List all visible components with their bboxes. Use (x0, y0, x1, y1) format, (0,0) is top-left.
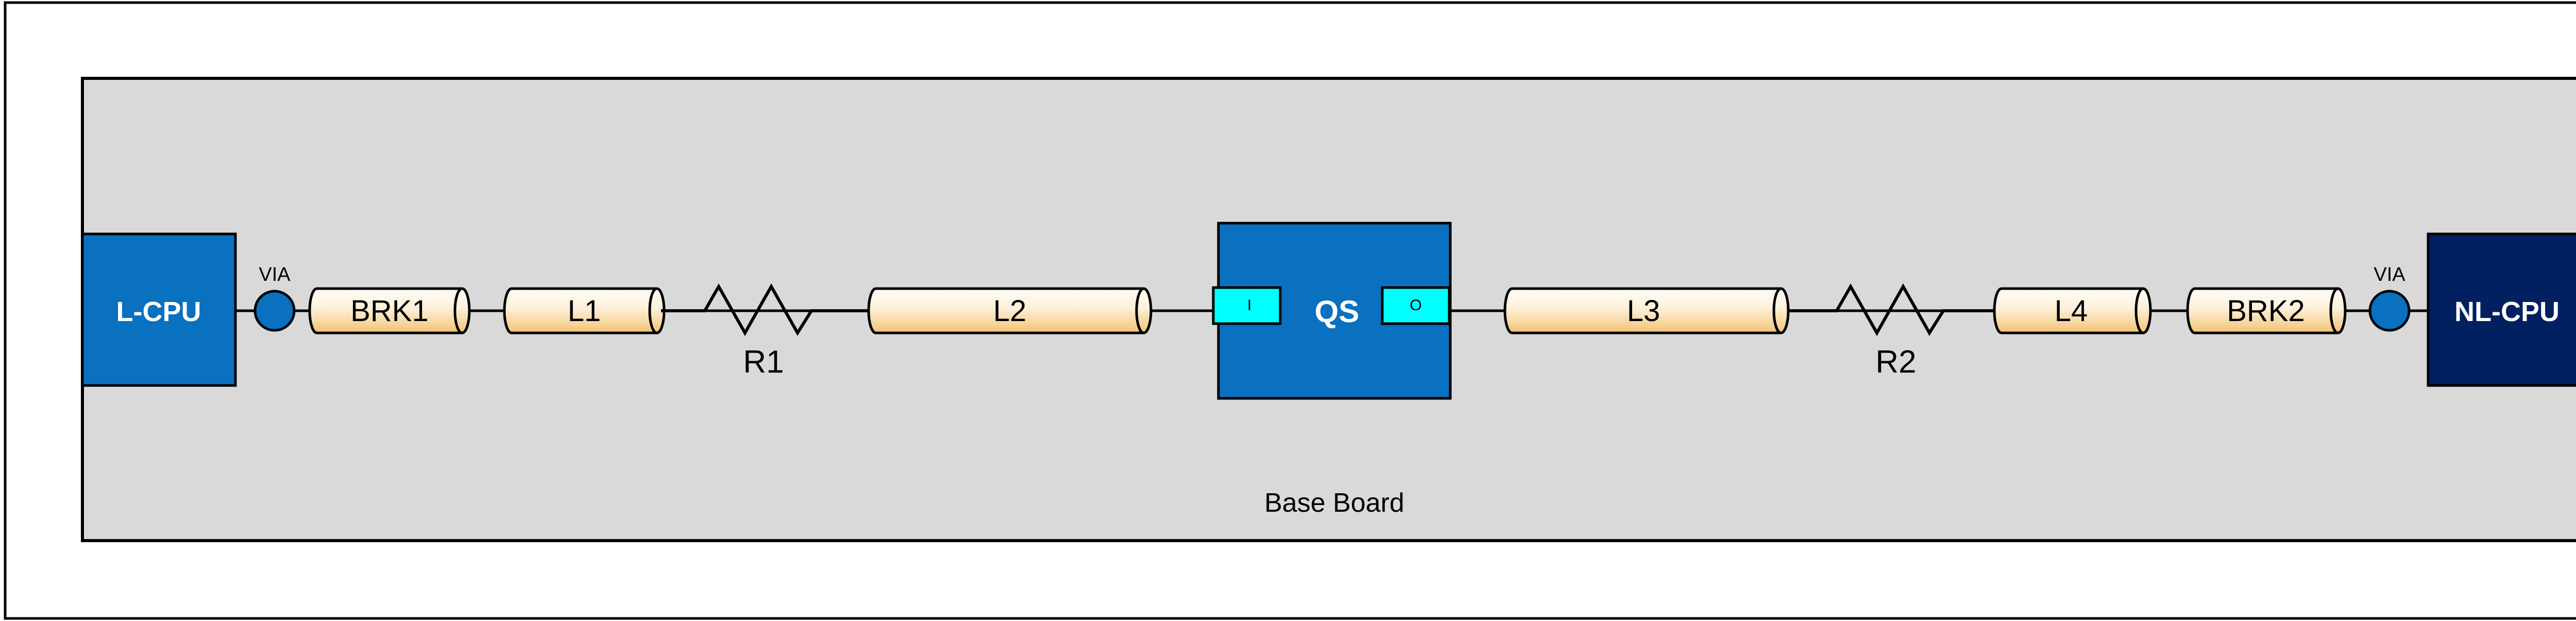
l4-segment[interactable] (1993, 287, 2152, 334)
brk1-segment[interactable] (308, 287, 471, 334)
l2-segment[interactable] (867, 287, 1153, 334)
nl-cpu-label: NL-CPU (2454, 296, 2560, 327)
qs-input-port-label: I (1247, 297, 1251, 314)
qs-label: QS (1315, 294, 1360, 329)
brk2-segment[interactable] (2186, 287, 2347, 334)
qs-output-port-label: O (1410, 297, 1421, 314)
l3-label: L3 (1627, 294, 1660, 328)
l1-segment[interactable] (503, 287, 666, 334)
r2-resistor[interactable] (1788, 283, 1999, 337)
l2-label: L2 (993, 294, 1027, 328)
base-board-label: Base Board (1264, 488, 1404, 518)
nl-cpu-block[interactable] (2427, 232, 2576, 387)
l4-label: L4 (2055, 294, 2088, 328)
left-via-label: VIA (259, 264, 291, 286)
r2-label: R2 (1875, 344, 1916, 380)
l1-label: L1 (568, 294, 601, 328)
l-cpu-label: L-CPU (116, 296, 201, 327)
r1-label: R1 (743, 344, 784, 380)
l3-segment[interactable] (1503, 287, 1790, 334)
r1-resistor[interactable] (661, 283, 868, 337)
right-via[interactable] (2368, 290, 2411, 332)
brk1-label: BRK1 (350, 294, 429, 328)
qs-input-port[interactable] (1212, 286, 1282, 325)
l-cpu-block[interactable] (81, 232, 237, 387)
right-via-label: VIA (2374, 264, 2405, 286)
brk2-label: BRK2 (2227, 294, 2305, 328)
left-via[interactable] (253, 290, 296, 332)
qs-output-port[interactable] (1381, 286, 1451, 325)
